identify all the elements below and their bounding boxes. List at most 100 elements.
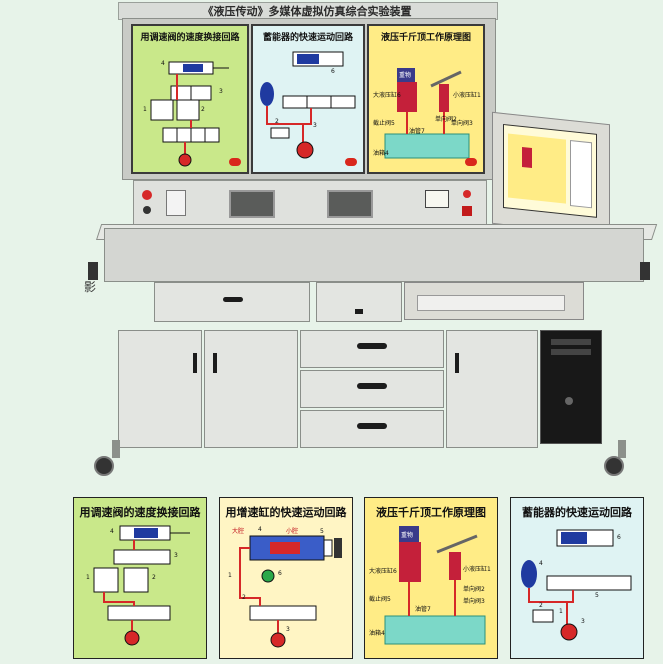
desk-bracket-right	[640, 262, 650, 280]
desk-body	[104, 228, 644, 282]
panel-accumulator-title: 蓄能器的快速运动回路	[262, 33, 353, 43]
panel-speed-switch-diagram	[150, 61, 229, 167]
thumb-label: 油管7	[415, 606, 431, 613]
meter-icon	[166, 190, 186, 216]
drawer-top-left[interactable]	[154, 282, 310, 322]
door-handle-icon	[193, 353, 197, 373]
indicator-light-icon	[463, 190, 471, 198]
thumb-label: 2	[152, 574, 156, 581]
drawer-top-middle[interactable]	[316, 282, 402, 322]
thumb-label: 6	[278, 570, 282, 577]
panel-jack-label: 单向阀3	[451, 120, 473, 127]
brand-logo-icon	[229, 158, 241, 166]
thumb-jack-principle: 液压千斤顶工作原理图 重物 大液压缸6 小液压缸1 单向阀2 截止阀5 单向阀3…	[364, 497, 498, 659]
panel-speed-switch-title: 用调速阀的速度换接回路	[140, 33, 240, 43]
thumb-label: 截止阀5	[369, 596, 391, 603]
panel-jack-principle-diagram	[384, 68, 470, 159]
panel-jack-label: 重物	[399, 72, 412, 79]
cabinet-door-right[interactable]	[446, 330, 538, 448]
pc-power-button[interactable]	[565, 397, 573, 405]
thumb-accumulator: 蓄能器的快速运动回路 6 4 5 1 2 3	[510, 497, 644, 659]
thumb-label: 4	[258, 526, 262, 533]
panel-jack-label: 单向阀2	[435, 116, 457, 123]
thumb-label: 4	[110, 528, 114, 535]
panel-speed-switch-label: 2	[201, 106, 205, 113]
thumb-label: 1	[228, 572, 232, 579]
thumb-speed-switch-title: 用调速阀的速度换接回路	[79, 506, 201, 519]
thumb-booster-cylinder: 用增速缸的快速运动回路 大腔 小腔 4 5 6 1 2 3	[219, 497, 353, 659]
thumb-label: 油箱4	[369, 630, 385, 637]
thumb-label: 小液压缸1	[463, 566, 491, 573]
thumb-accumulator-diagram	[521, 529, 632, 641]
drawer-stack-3[interactable]	[300, 410, 444, 448]
thumb-jack-principle-diagram	[384, 526, 486, 645]
panel-accumulator-label: 3	[313, 122, 317, 129]
thumb-label: 6	[617, 534, 621, 541]
drawer-handle-icon	[357, 343, 387, 349]
thumb-label: 3	[286, 626, 290, 633]
door-handle-icon	[213, 353, 217, 373]
thumb-label: 重物	[401, 532, 414, 539]
panel-accumulator: 蓄能器的快速运动回路 6 2 3	[251, 24, 365, 174]
panel-jack-label: 油管7	[409, 128, 425, 135]
brand-logo-icon	[465, 158, 477, 166]
thumb-booster-cylinder-title: 用增速缸的快速运动回路	[225, 506, 347, 519]
display-window-right	[327, 190, 373, 218]
panel-jack-label: 小液压缸1	[453, 92, 481, 99]
thumb-label: 2	[242, 594, 246, 601]
thumb-label: 大腔	[232, 528, 245, 535]
thumb-accumulator-title: 蓄能器的快速运动回路	[522, 506, 632, 519]
drawer-stack-1[interactable]	[300, 330, 444, 368]
panel-speed-switch-label: 4	[161, 60, 165, 67]
panel-jack-label: 油箱4	[373, 150, 389, 157]
thumb-booster-cylinder-diagram	[239, 535, 342, 648]
drawer-handle-icon	[357, 383, 387, 389]
panel-accumulator-label: 2	[275, 118, 279, 125]
device-title: 《液压传动》多媒体虚拟仿真综合实验装置	[202, 5, 412, 18]
panel-jack-principle-title: 液压千斤顶工作原理图	[380, 33, 471, 43]
caster-wheel-icon	[604, 456, 624, 476]
drawer-handle-icon	[355, 309, 363, 314]
keyboard-icon	[417, 295, 565, 311]
side-stub-text: 影	[84, 280, 97, 294]
thumb-label: 5	[320, 528, 324, 535]
panel-speed-switch-label: 3	[219, 88, 223, 95]
cabinet-door-center[interactable]	[204, 330, 298, 448]
display-window-left	[229, 190, 275, 218]
thumb-label: 4	[539, 560, 543, 567]
cabinet-door-left[interactable]	[118, 330, 202, 448]
panel-jack-label: 截止阀5	[373, 120, 395, 127]
drawer-stack-2[interactable]	[300, 370, 444, 408]
thumb-label: 1	[559, 608, 563, 615]
keyboard-tray[interactable]	[404, 282, 584, 320]
computer-monitor	[492, 111, 610, 237]
thumb-label: 大液压缸6	[369, 568, 397, 575]
thumb-label: 3	[174, 552, 178, 559]
door-handle-icon	[455, 353, 459, 373]
panel-jack-label: 大液压缸6	[373, 92, 401, 99]
thumb-jack-principle-title: 液压千斤顶工作原理图	[376, 506, 486, 519]
thumb-label: 5	[595, 592, 599, 599]
power-indicator-icon	[142, 190, 152, 200]
panel-jack-principle: 液压千斤顶工作原理图 重物 小液压缸1 大液压缸6 单向阀2 截止阀5 单向阀3…	[367, 24, 485, 174]
panel-speed-switch: 用调速阀的速度换接回路 4 3 1 2	[131, 24, 249, 174]
panel-speed-switch-label: 1	[143, 106, 147, 113]
thumb-label: 2	[539, 602, 543, 609]
desk-bracket-left	[88, 262, 98, 280]
thumb-label: 单向阀3	[463, 598, 485, 605]
thumb-label: 小腔	[286, 528, 299, 535]
drawer-handle-icon	[357, 423, 387, 429]
emergency-stop-button[interactable]	[462, 206, 472, 216]
drawer-handle-icon	[223, 297, 243, 302]
desk-leg	[112, 440, 120, 458]
thumb-label: 1	[86, 574, 90, 581]
thumb-label: 3	[581, 618, 585, 625]
power-switch[interactable]	[143, 206, 151, 214]
pc-tower	[540, 330, 602, 444]
thumb-speed-switch: 用调速阀的速度换接回路 4 1 2 3	[73, 497, 207, 659]
thumb-label: 单向阀2	[463, 586, 485, 593]
brand-logo-icon	[345, 158, 357, 166]
thumb-speed-switch-diagram	[93, 525, 190, 646]
gauge-icon	[425, 190, 449, 208]
desk-leg	[618, 440, 626, 458]
